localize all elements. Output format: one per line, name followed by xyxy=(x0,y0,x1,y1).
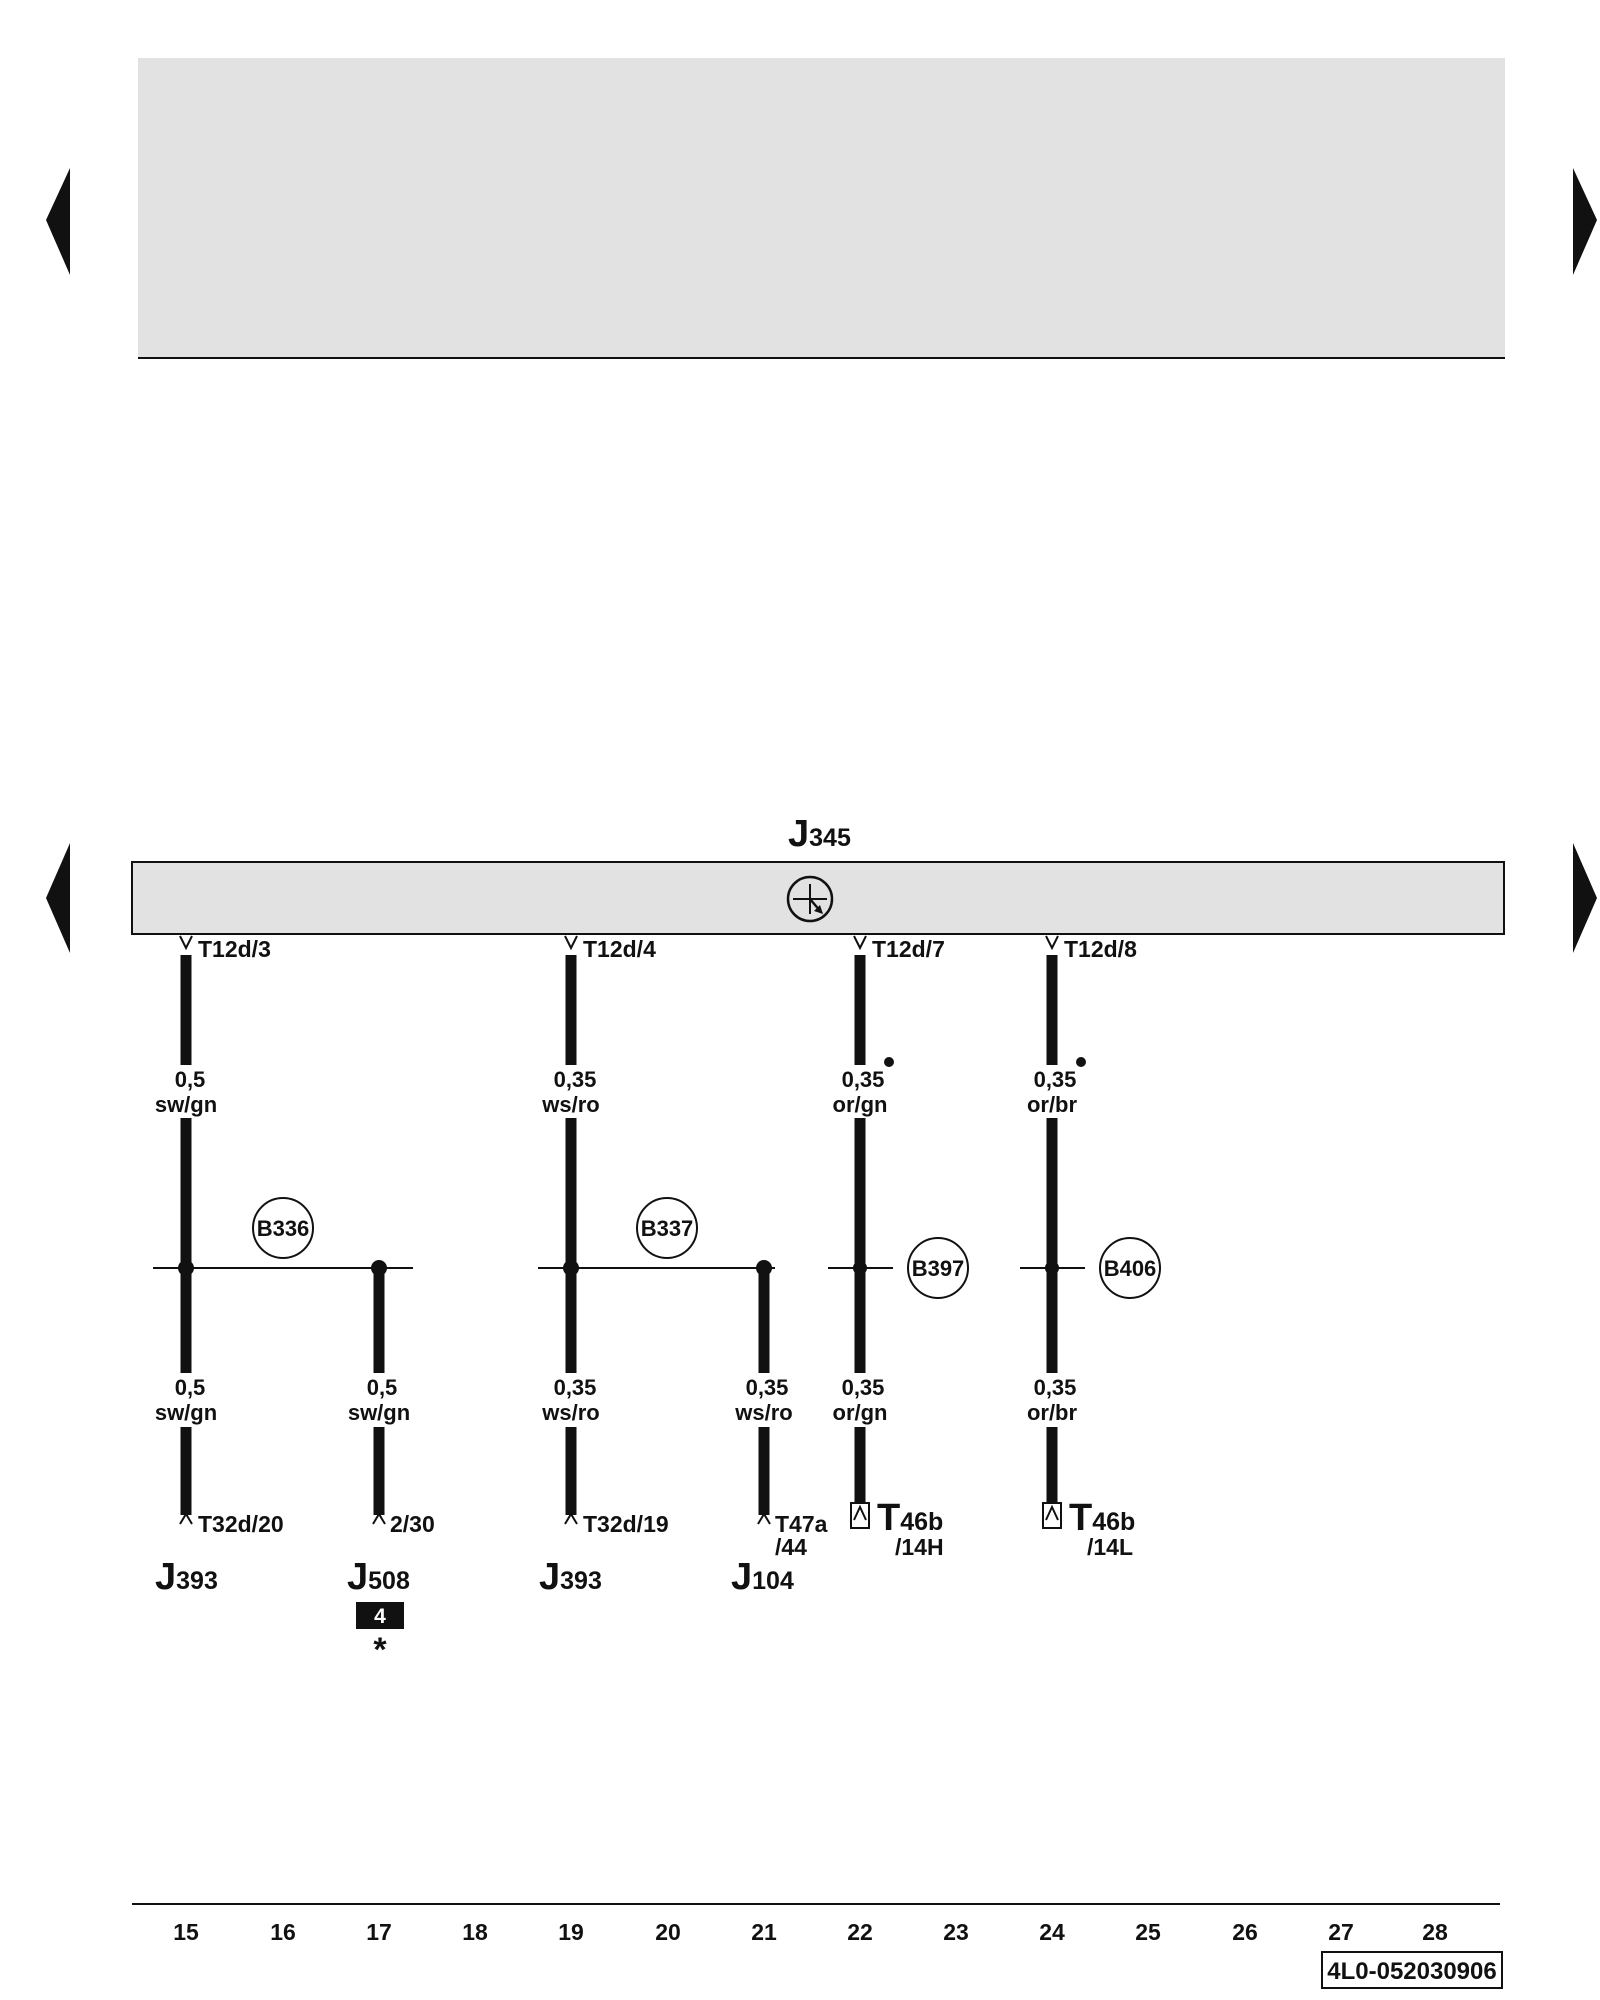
column-number: 20 xyxy=(655,1919,681,1945)
splice-node-b336: B336 xyxy=(257,1216,310,1241)
component-label-1: J393 xyxy=(155,1556,218,1598)
next-page-arrow-bottom[interactable] xyxy=(1573,843,1597,953)
wire-color-4-top: or/br xyxy=(1027,1092,1078,1117)
wire-size-3-top: 0,35 xyxy=(842,1067,885,1092)
pin-label-top-3: T12d/7 xyxy=(872,936,945,962)
wire-size-1-top: 0,5 xyxy=(175,1067,206,1092)
pin-label-bottom-4a: T47a xyxy=(775,1511,828,1537)
component-label-2: J508 xyxy=(347,1556,410,1598)
control-unit-label: J345 xyxy=(788,813,851,855)
wire-color-1-top: sw/gn xyxy=(155,1092,217,1117)
column-number: 17 xyxy=(366,1919,392,1945)
column-number: 22 xyxy=(847,1919,873,1945)
column-number: 25 xyxy=(1135,1919,1161,1945)
column-number: 26 xyxy=(1232,1919,1258,1945)
splice-node-b406: B406 xyxy=(1104,1256,1157,1281)
doc-id: 4L0-052030906 xyxy=(1327,1958,1496,1985)
pin-label-bottom-6: T46b xyxy=(1069,1497,1135,1539)
column-number: 15 xyxy=(173,1919,199,1945)
pin-arrows-top xyxy=(179,935,1059,951)
column-number: 21 xyxy=(751,1919,777,1945)
wire-color-1b-bottom: sw/gn xyxy=(348,1400,410,1425)
column-number: 23 xyxy=(943,1919,969,1945)
pin-label-top-1: T12d/3 xyxy=(198,936,271,962)
wire-color-1-bottom: sw/gn xyxy=(155,1400,217,1425)
wire-segments xyxy=(180,955,1058,1515)
pin-arrows-bottom xyxy=(179,1512,771,1525)
wire-size-2-bottom: 0,35 xyxy=(554,1375,597,1400)
splice-node-b397: B397 xyxy=(912,1256,965,1281)
splice-dots xyxy=(178,1260,1059,1276)
component-label-3: J393 xyxy=(539,1556,602,1598)
wire-size-3-bottom: 0,35 xyxy=(842,1375,885,1400)
column-number: 24 xyxy=(1039,1919,1065,1945)
pin-label-bottom-4b: /44 xyxy=(775,1534,807,1560)
transistor-symbol-icon xyxy=(786,875,834,923)
wire-size-2b-bottom: 0,35 xyxy=(746,1375,789,1400)
pin-label-top-2: T12d/4 xyxy=(583,936,656,962)
prev-page-arrow-bottom[interactable] xyxy=(46,843,70,953)
connector-housing-icon-2 xyxy=(1042,1502,1062,1529)
pin-label-bottom-5: T46b xyxy=(877,1497,943,1539)
wire-color-2-top: ws/ro xyxy=(541,1092,599,1117)
splice-node-circles xyxy=(252,1197,1161,1299)
twisted-pair-dot-1 xyxy=(884,1057,894,1067)
column-number: 19 xyxy=(558,1919,584,1945)
pin-label-bottom-6b: /14L xyxy=(1087,1534,1133,1560)
wire-color-4-bottom: or/br xyxy=(1027,1400,1078,1425)
column-number: 16 xyxy=(270,1919,296,1945)
pin-label-bottom-5b: /14H xyxy=(895,1534,944,1560)
component-label-4: J104 xyxy=(731,1556,794,1598)
wire-size-1b-bottom: 0,5 xyxy=(367,1375,398,1400)
column-number: 27 xyxy=(1328,1919,1354,1945)
reference-note-asterisk: * xyxy=(373,1631,387,1669)
prev-page-arrow-top[interactable] xyxy=(46,168,70,275)
wire-size-1-bottom: 0,5 xyxy=(175,1375,206,1400)
wire-color-3-bottom: or/gn xyxy=(833,1400,888,1425)
pin-label-bottom-3: T32d/19 xyxy=(583,1511,669,1537)
reference-badge xyxy=(356,1602,404,1629)
doc-id-box xyxy=(1321,1951,1503,1989)
wire-color-2b-bottom: ws/ro xyxy=(734,1400,792,1425)
wire-color-3-top: or/gn xyxy=(833,1092,888,1117)
pin-label-top-4: T12d/8 xyxy=(1064,936,1137,962)
column-number: 18 xyxy=(462,1919,488,1945)
wire-size-4-top: 0,35 xyxy=(1034,1067,1077,1092)
column-numbers: 15 16 17 18 19 20 21 22 23 24 25 26 27 2… xyxy=(173,1919,1448,1945)
next-page-arrow-top[interactable] xyxy=(1573,168,1597,275)
pin-label-bottom-2: 2/30 xyxy=(390,1511,435,1537)
wire-size-4-bottom: 0,35 xyxy=(1034,1375,1077,1400)
wire-size-2-top: 0,35 xyxy=(554,1067,597,1092)
pin-label-bottom-1: T32d/20 xyxy=(198,1511,284,1537)
twisted-pair-dot-2 xyxy=(1076,1057,1086,1067)
column-number: 28 xyxy=(1422,1919,1448,1945)
top-panel xyxy=(138,58,1505,358)
wire-color-2-bottom: ws/ro xyxy=(541,1400,599,1425)
reference-badge-text: 4 xyxy=(374,1605,386,1628)
connector-housing-icon-1 xyxy=(850,1502,870,1529)
splice-node-b337: B337 xyxy=(641,1216,694,1241)
